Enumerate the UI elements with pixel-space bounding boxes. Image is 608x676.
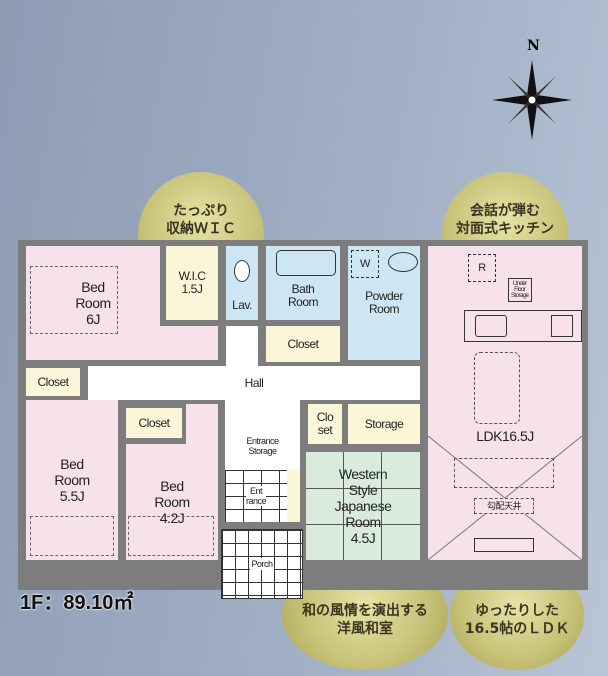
room-label: Western	[338, 466, 388, 482]
room-label: Closet	[138, 415, 170, 430]
callout-text: 16.5帖のＬＤＫ	[464, 621, 570, 637]
room-label: Porch	[250, 558, 274, 570]
room-label: Bath	[291, 282, 315, 296]
room-label: 6J	[86, 311, 100, 327]
dining-table	[474, 352, 520, 424]
sloped-ceiling-label: 勾配天井	[474, 498, 534, 514]
room-label: Lav.	[232, 298, 252, 312]
sink-icon	[475, 315, 507, 337]
sofa	[454, 458, 554, 488]
callout-text: 会話が弾む	[470, 203, 540, 219]
room-label: Powder	[365, 289, 403, 303]
bed-outline	[30, 516, 114, 556]
room-label: Bed	[60, 456, 84, 472]
ldk-label: LDK16.5J	[476, 428, 534, 444]
washer-icon: W	[351, 250, 379, 278]
room-label: Room	[154, 494, 190, 510]
room-label: Under	[512, 281, 527, 287]
room-label: 4.5J	[350, 530, 376, 546]
room-label: Ent	[249, 486, 263, 496]
room-closet-left: Closet	[26, 368, 80, 396]
room-label: Floor	[514, 287, 526, 293]
north-label: N	[527, 38, 540, 54]
room-label: Room	[75, 295, 111, 311]
bedroom-4-2j-door-area	[186, 404, 218, 444]
hall-upper	[226, 326, 258, 376]
room-label: Style	[348, 482, 378, 498]
room-label: W.I.C	[178, 269, 206, 283]
room-closet-mid: Closet	[126, 408, 182, 438]
room-label: Clo	[316, 410, 334, 424]
room-label: set	[317, 423, 333, 437]
bathtub-icon	[276, 250, 336, 276]
bed-outline	[128, 516, 214, 556]
room-label: 4.2J	[159, 510, 185, 526]
room-label: Room	[345, 514, 381, 530]
callout-text: 収納ＷＩＣ	[166, 221, 236, 237]
tv-stand	[474, 538, 534, 552]
callout-text: 和の風情を演出する	[302, 603, 428, 619]
room-label: Hall	[244, 375, 264, 390]
toilet-icon	[234, 260, 250, 282]
compass-icon	[492, 60, 572, 140]
room-porch: Porch	[221, 529, 303, 599]
sink-icon	[388, 252, 418, 272]
room-label: Closet	[37, 374, 69, 389]
room-lavatory: Lav.	[226, 246, 258, 320]
room-label: Entrance	[246, 436, 279, 446]
room-label: Closet	[287, 336, 319, 351]
kitchen-counter	[464, 310, 582, 342]
room-label: Room	[54, 472, 90, 488]
entrance-storage	[287, 470, 300, 522]
callout-text: ゆったりした	[474, 603, 559, 619]
floor-area-label: 1F：89.10㎡	[20, 592, 134, 614]
room-label: 1.5J	[181, 282, 203, 296]
room-label: Japanese	[334, 498, 392, 514]
room-label: Storage	[248, 446, 277, 456]
callout-text: 対面式キッチン	[456, 221, 554, 237]
bedroom-6j-alcove	[150, 326, 218, 360]
callout-text: 洋風和室	[337, 621, 393, 637]
room-label: Storage	[364, 416, 404, 431]
room-label: Bed	[160, 478, 184, 494]
bed-outline	[30, 266, 118, 334]
refrigerator-icon: R	[468, 254, 496, 282]
room-label: Bed	[81, 279, 105, 295]
room-label: 5.5J	[59, 488, 85, 504]
stove-icon	[551, 315, 573, 337]
callout-text: たっぷり	[173, 203, 229, 219]
room-label: rance	[245, 496, 267, 506]
room-label: Room	[287, 295, 319, 309]
room-closet-hall: Closet	[266, 326, 340, 362]
room-storage: Storage	[348, 404, 420, 444]
room-label: Room	[368, 302, 400, 316]
room-label: Storage	[511, 293, 529, 299]
